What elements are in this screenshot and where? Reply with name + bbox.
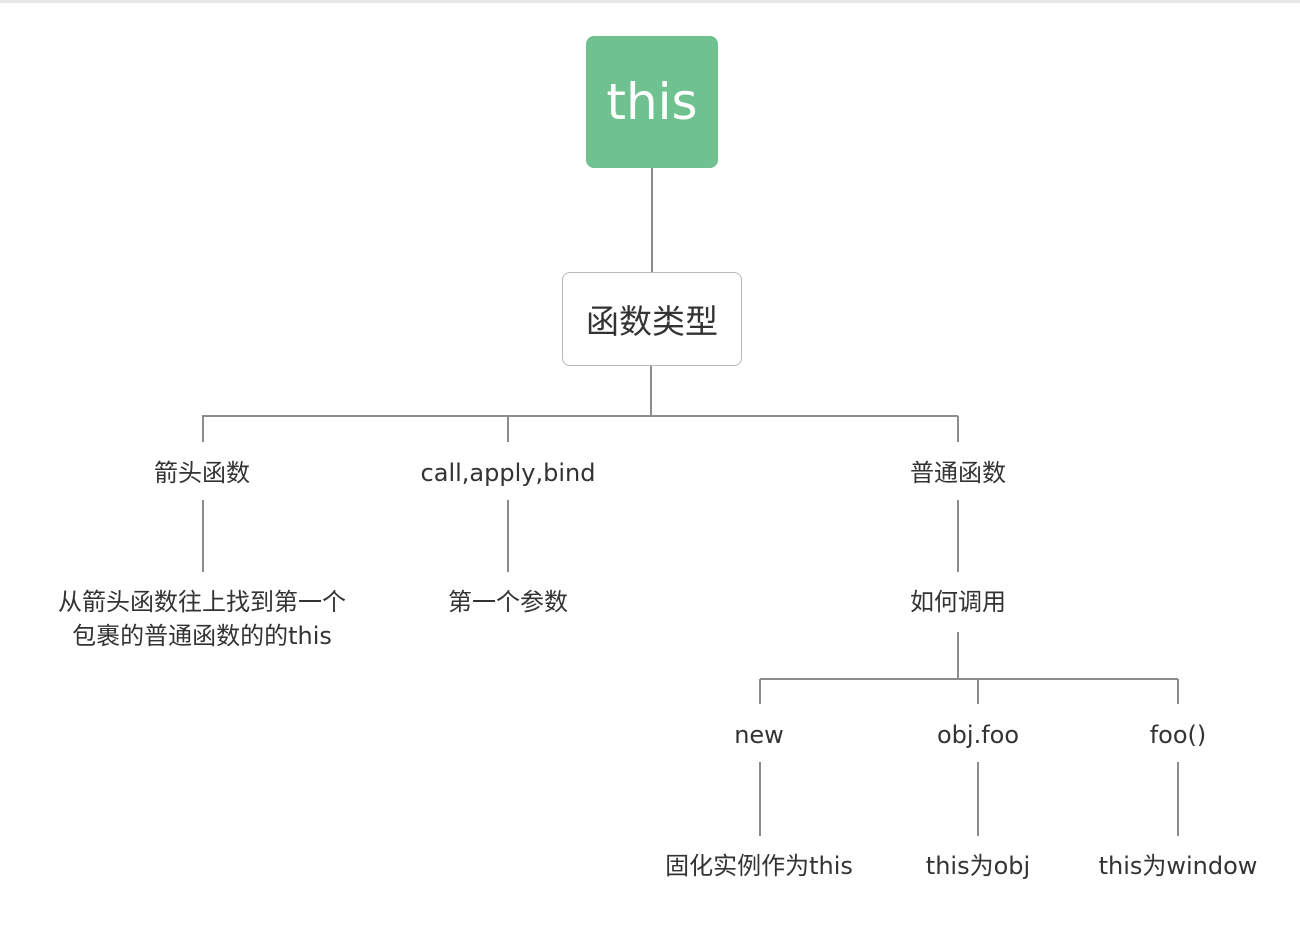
case-foo-call-result-label: this为window xyxy=(1098,852,1258,880)
arrow-function-result-line-2: 包裹的普通函数的的this xyxy=(72,622,332,650)
function-type-label: 函数类型 xyxy=(586,302,718,341)
normal-function-node: 普通函数 xyxy=(910,456,1006,490)
case-new-result-label: 固化实例作为this xyxy=(665,852,853,880)
case-new-label: new xyxy=(734,721,784,749)
case-new-node: new xyxy=(734,718,784,752)
arrow-function-node: 箭头函数 xyxy=(154,456,250,490)
call-apply-bind-node: call,apply,bind xyxy=(421,456,596,490)
case-obj-foo-result-label: this为obj xyxy=(925,852,1031,880)
case-foo-call-label: foo() xyxy=(1149,721,1207,749)
case-foo-call-result-node: this为window xyxy=(1099,849,1258,883)
root-node-this: this xyxy=(586,36,718,168)
how-called-label: 如何调用 xyxy=(910,588,1006,616)
case-new-result-node: 固化实例作为this xyxy=(665,849,853,883)
arrow-function-label: 箭头函数 xyxy=(154,459,250,487)
arrow-function-result-line-1: 从箭头函数往上找到第一个 xyxy=(58,588,346,616)
case-obj-foo-result-node: this为obj xyxy=(926,849,1030,883)
case-obj-foo-node: obj.foo xyxy=(937,718,1019,752)
top-divider xyxy=(0,0,1300,3)
arrow-function-result-node: 从箭头函数往上找到第一个 包裹的普通函数的的this xyxy=(37,585,367,653)
how-called-node: 如何调用 xyxy=(910,585,1006,619)
root-node-label: this xyxy=(606,73,698,131)
function-type-node: 函数类型 xyxy=(562,272,742,366)
normal-function-label: 普通函数 xyxy=(910,459,1006,487)
call-apply-bind-label: call,apply,bind xyxy=(420,459,596,487)
case-obj-foo-label: obj.foo xyxy=(936,721,1020,749)
case-foo-call-node: foo() xyxy=(1150,718,1207,752)
call-apply-bind-result-label: 第一个参数 xyxy=(448,588,568,616)
call-apply-bind-result-node: 第一个参数 xyxy=(448,585,568,619)
